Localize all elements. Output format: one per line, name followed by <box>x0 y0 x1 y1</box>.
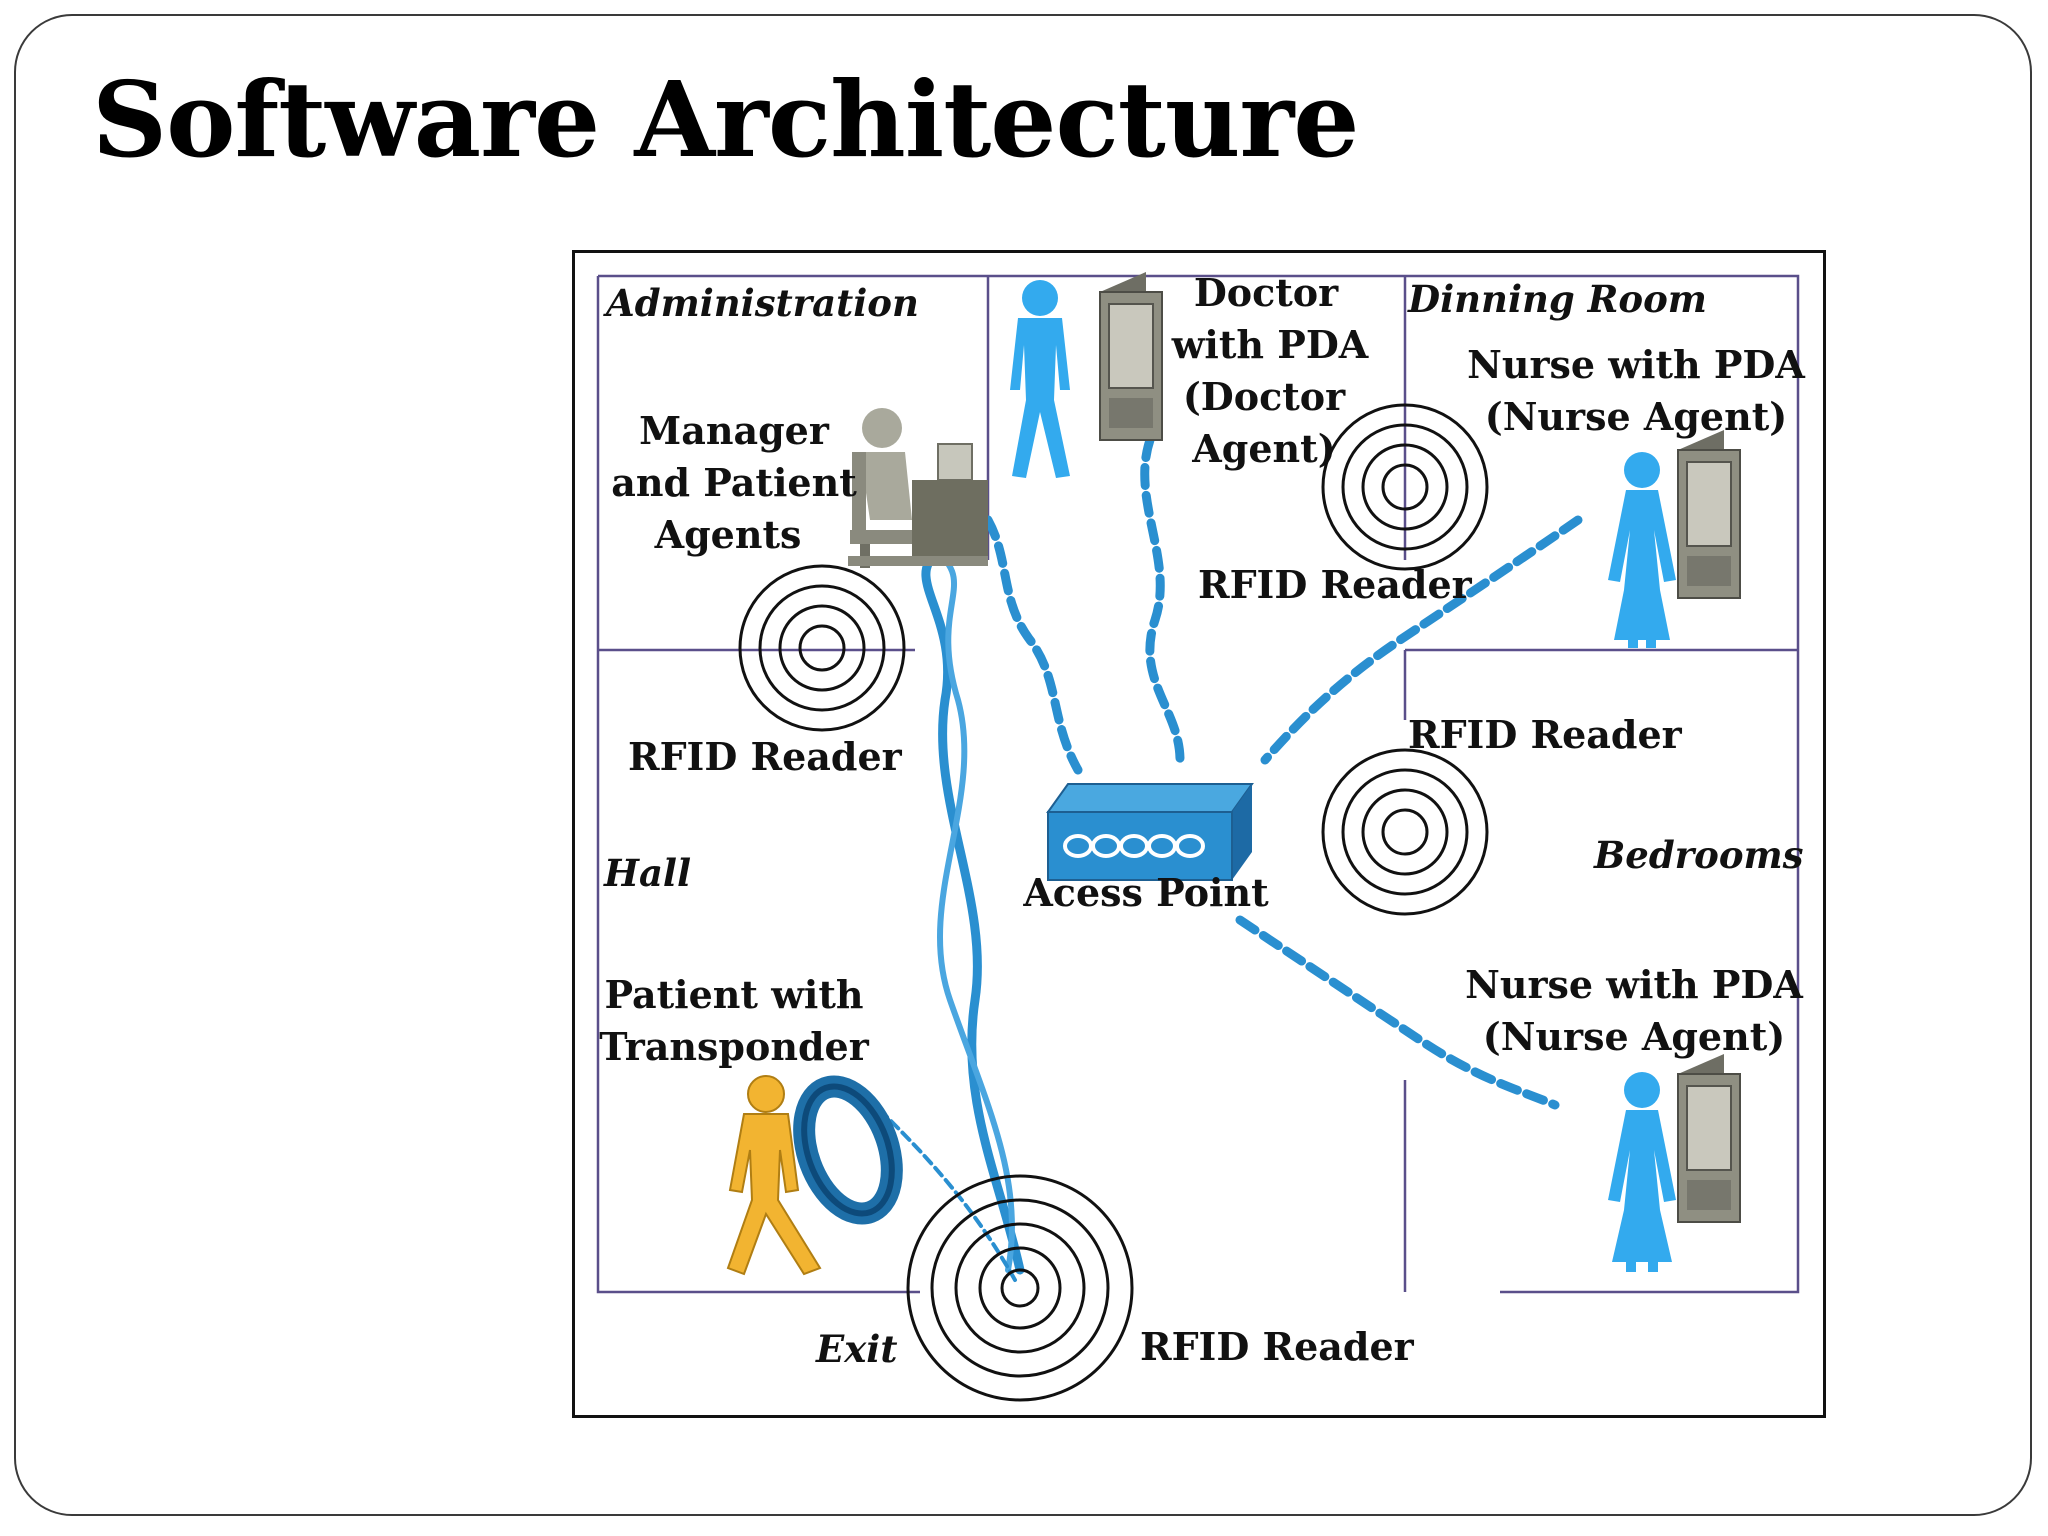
svg-text:Doctor: Doctor <box>1194 270 1339 315</box>
room-label-exit: Exit <box>815 1327 897 1371</box>
nurse-top-pda-icon <box>1677 429 1741 599</box>
rf-link-doctor-to-ap <box>1140 435 1185 765</box>
svg-text:Agent): Agent) <box>1191 426 1335 471</box>
svg-text:Patient with: Patient with <box>604 972 863 1017</box>
svg-text:Transponder: Transponder <box>599 1024 869 1069</box>
rf-link-patient-to-exit <box>878 1108 1017 1282</box>
room-walls <box>596 274 1800 1294</box>
rfid-reader-exit <box>906 1174 1134 1402</box>
manager-label: Manager and Patient Agents <box>611 408 857 557</box>
nurse-bottom-label: Nurse with PDA (Nurse Agent) <box>1465 962 1803 1059</box>
svg-text:Manager: Manager <box>639 408 830 453</box>
svg-text:Nurse with PDA: Nurse with PDA <box>1467 342 1805 387</box>
rfid-reader-admin-label: RFID Reader <box>628 734 903 779</box>
room-label-hall: Hall <box>603 851 691 895</box>
access-point-icon <box>1046 783 1254 881</box>
rf-link-exit-to-manager-2 <box>936 552 1016 1273</box>
svg-text:and Patient: and Patient <box>611 460 857 505</box>
doctor-icon <box>1010 280 1070 478</box>
patient-label: Patient with Transponder <box>599 972 869 1069</box>
svg-text:(Doctor: (Doctor <box>1183 374 1346 419</box>
nurse-bottom-pda-icon <box>1677 1053 1741 1223</box>
rfid-reader-doctor <box>1321 403 1489 571</box>
rfid-reader-bedrooms <box>1321 748 1489 916</box>
room-label-bedrooms: Bedrooms <box>1593 833 1804 877</box>
svg-text:(Nurse Agent): (Nurse Agent) <box>1483 1014 1786 1059</box>
room-label-dinning-room: Dinning Room <box>1407 277 1707 321</box>
patient-icon <box>726 1075 822 1276</box>
rfid-reader-exit-label: RFID Reader <box>1140 1324 1415 1369</box>
rf-link-exit-to-manager <box>921 550 1025 1275</box>
svg-text:Agents: Agents <box>654 512 802 557</box>
access-point-label: Acess Point <box>1022 870 1269 915</box>
svg-text:with PDA: with PDA <box>1171 322 1369 367</box>
rf-link-ap-to-nurse-bottom <box>1235 915 1560 1110</box>
transponder-icon <box>793 1075 903 1225</box>
nurse-bottom-icon <box>1608 1072 1676 1272</box>
rf-link-manager-to-ap <box>983 515 1083 775</box>
svg-text:Nurse with PDA: Nurse with PDA <box>1465 962 1803 1007</box>
manager-workstation-icon <box>848 408 988 568</box>
doctor-pda-icon <box>1099 271 1163 441</box>
rf-link-nurse-top-to-ap <box>1260 515 1583 765</box>
doctor-label: Doctor with PDA (Doctor Agent) <box>1171 270 1369 471</box>
rfid-reader-admin <box>738 564 906 732</box>
rfid-reader-doctor-label: RFID Reader <box>1198 562 1473 607</box>
slide-title: Software Architecture <box>92 58 1359 181</box>
nurse-top-label: Nurse with PDA (Nurse Agent) <box>1467 342 1805 439</box>
room-label-administration: Administration <box>603 281 919 325</box>
rfid-reader-bedrooms-label: RFID Reader <box>1408 712 1683 757</box>
rf-links <box>878 435 1583 1282</box>
svg-text:(Nurse Agent): (Nurse Agent) <box>1485 394 1788 439</box>
nurse-top-icon <box>1608 452 1676 648</box>
